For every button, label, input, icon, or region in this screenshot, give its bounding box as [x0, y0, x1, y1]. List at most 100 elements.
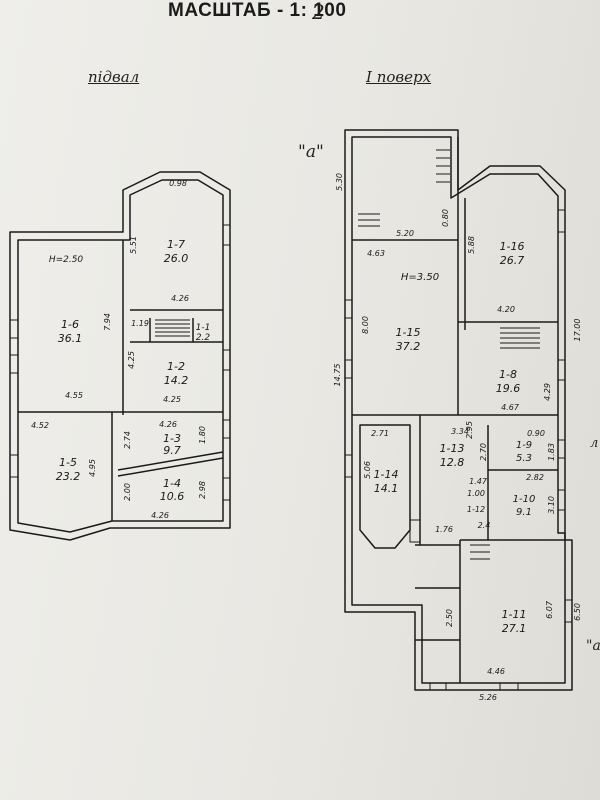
svg-text:5.06: 5.06 — [363, 461, 372, 479]
room-id: 1-10 — [513, 494, 536, 505]
room-id: 1-14 — [374, 468, 399, 481]
svg-text:2.98: 2.98 — [198, 481, 207, 499]
svg-text:5.26: 5.26 — [479, 693, 497, 702]
basement-inner-wall — [17, 179, 224, 533]
svg-text:4.26: 4.26 — [171, 294, 189, 303]
svg-text:2.00: 2.00 — [123, 483, 132, 501]
svg-text:0.90: 0.90 — [527, 429, 545, 438]
room-id: 1-9 — [516, 440, 532, 451]
plan-annotation: "a" — [298, 142, 324, 162]
svg-text:2.82: 2.82 — [526, 473, 544, 482]
scale-text: МАСШТАБ - 1: 100 — [168, 0, 347, 21]
margin-mark-corner: "a — [586, 638, 600, 654]
room-id: 1-12 — [467, 505, 485, 514]
floor-title-first: I поверх — [366, 68, 432, 86]
first-floor-windows — [344, 209, 573, 691]
svg-text:2.50: 2.50 — [445, 609, 454, 627]
svg-text:4.26: 4.26 — [151, 511, 169, 520]
basement-partition — [117, 457, 224, 477]
title-handwritten-mark: 2 — [312, 0, 325, 24]
room-id: 1-4 — [163, 477, 181, 490]
svg-text:4.29: 4.29 — [543, 383, 552, 401]
room-id: 1-15 — [396, 326, 421, 339]
svg-text:2.4: 2.4 — [478, 521, 491, 530]
room-area: 9.7 — [163, 444, 181, 457]
floor-title-basement: підвал — [88, 68, 140, 86]
room-area: 27.1 — [502, 622, 527, 635]
svg-text:4.63: 4.63 — [367, 249, 385, 258]
svg-text:4.67: 4.67 — [501, 403, 520, 412]
svg-text:17.00: 17.00 — [573, 319, 582, 342]
svg-text:4.20: 4.20 — [497, 305, 515, 314]
svg-text:1.00: 1.00 — [467, 489, 485, 498]
basement-stairs — [155, 319, 190, 337]
svg-text:1.80: 1.80 — [198, 426, 207, 444]
svg-text:2.71: 2.71 — [371, 429, 389, 438]
room-area: 10.6 — [160, 490, 185, 503]
room-area: 23.2 — [56, 470, 81, 483]
svg-text:5.20: 5.20 — [396, 229, 414, 238]
ceiling-height: H=3.50 — [401, 272, 439, 283]
room-id: 1-13 — [440, 442, 465, 455]
svg-text:4.95: 4.95 — [88, 459, 97, 477]
svg-text:5.88: 5.88 — [467, 236, 476, 254]
first-floor-dimensions: 5.30 5.20 0.80 5.88 4.63 8.00 4.20 17.00… — [333, 173, 582, 702]
basement-partition — [117, 451, 224, 471]
room-area: 37.2 — [396, 340, 421, 353]
svg-text:3.10: 3.10 — [547, 496, 556, 514]
svg-text:2.95: 2.95 — [465, 421, 474, 439]
svg-text:4.46: 4.46 — [487, 667, 505, 676]
svg-text:2.74: 2.74 — [123, 431, 132, 449]
basement-dimensions: 0.98 5.51 4.26 7.94 1.19 4.25 4.25 4.55 … — [31, 179, 207, 520]
basement-windows — [9, 224, 231, 501]
svg-text:4.52: 4.52 — [31, 421, 49, 430]
room-area: 14.1 — [374, 482, 399, 495]
room-area: 14.2 — [164, 374, 189, 387]
room-id: 1-16 — [500, 240, 525, 253]
svg-text:4.25: 4.25 — [163, 395, 181, 404]
room-id: 1-8 — [499, 368, 517, 381]
room-id: 1-5 — [59, 456, 77, 469]
bay-window-1-14 — [359, 424, 411, 549]
room-area: 5.3 — [516, 453, 532, 464]
svg-text:14.75: 14.75 — [333, 364, 342, 387]
room-id: 1-1 — [196, 323, 211, 333]
room-id: 1-6 — [61, 318, 79, 331]
basement-outer-wall — [9, 171, 231, 541]
room-area: 26.0 — [164, 252, 189, 265]
svg-text:1.83: 1.83 — [547, 443, 556, 461]
svg-text:4.55: 4.55 — [65, 391, 83, 400]
svg-text:4.26: 4.26 — [159, 420, 177, 429]
svg-text:0.80: 0.80 — [441, 209, 450, 227]
room-area: 2.2 — [196, 333, 211, 343]
svg-text:1.47: 1.47 — [469, 477, 488, 486]
ceiling-height: H=2.50 — [49, 255, 84, 265]
room-area: 19.6 — [496, 382, 521, 395]
svg-text:8.00: 8.00 — [361, 316, 370, 334]
room-id: 1-3 — [163, 432, 181, 445]
svg-text:6.07: 6.07 — [545, 600, 554, 619]
room-area: 12.8 — [440, 456, 465, 469]
room-id: 1-11 — [502, 608, 527, 621]
svg-text:5.51: 5.51 — [129, 236, 138, 254]
room-area: 26.7 — [500, 254, 525, 267]
svg-text:1.19: 1.19 — [131, 319, 149, 328]
svg-text:7.94: 7.94 — [103, 313, 112, 331]
room-area: 36.1 — [58, 332, 83, 345]
first-floor-stairs — [358, 149, 540, 560]
svg-text:2.70: 2.70 — [479, 443, 488, 461]
svg-text:5.30: 5.30 — [335, 173, 344, 191]
svg-text:4.25: 4.25 — [127, 351, 136, 369]
first-floor-plan — [344, 129, 573, 691]
first-floor-outer-wall — [344, 129, 573, 691]
room-id: 1-2 — [167, 360, 185, 373]
margin-mark-right: л — [590, 436, 599, 451]
room-id: 1-7 — [167, 238, 185, 251]
room-area: 9.1 — [516, 507, 532, 518]
svg-text:3.34: 3.34 — [451, 427, 469, 436]
svg-text:0.98: 0.98 — [169, 179, 187, 188]
svg-text:1.76: 1.76 — [435, 525, 453, 534]
scale-title: МАСШТАБ - 1: 100 — [168, 0, 378, 22]
